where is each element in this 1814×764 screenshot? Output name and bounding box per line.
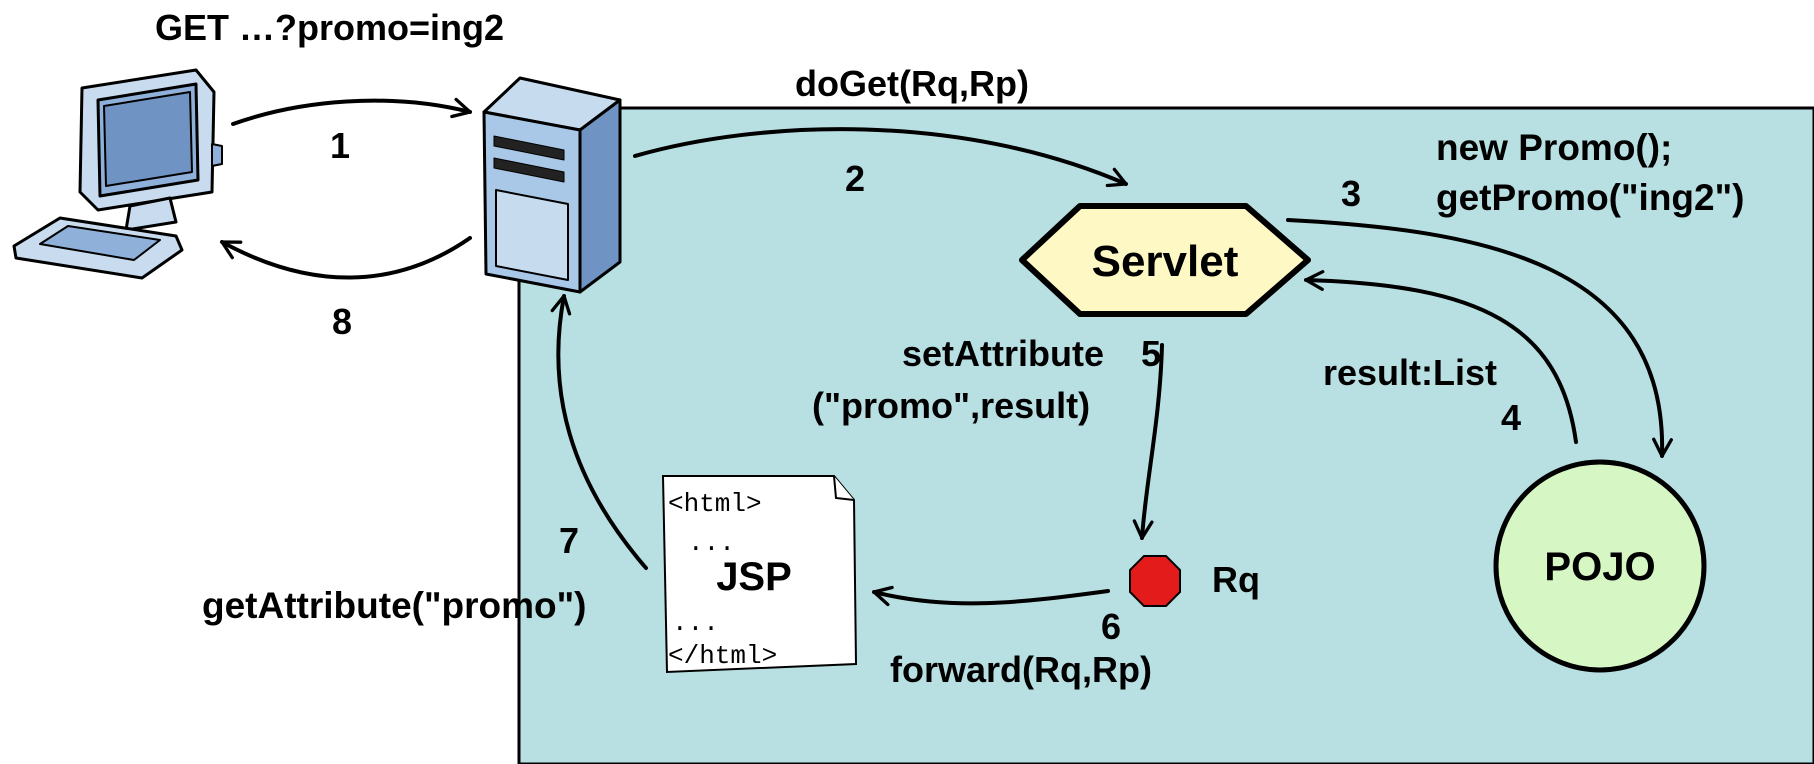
request-line-label: GET …?promo=ing2 (155, 7, 504, 48)
document-page-icon: <html> ... JSP ... </html> (661, 475, 858, 674)
result-list-label: result:List (1323, 352, 1497, 393)
new-promo-label: new Promo(); (1436, 127, 1672, 168)
arrow-1-request (231, 97, 472, 126)
pojo-label: POJO (1544, 545, 1655, 589)
jsp-close-tag: </html> (668, 641, 777, 671)
step-8-label: 8 (332, 301, 352, 342)
arrow-7-getattribute (550, 294, 648, 570)
labels: GET …?promo=ing2 doGet(Rq,Rp) 1 2 3 4 5 … (155, 7, 1744, 690)
forward-label: forward(Rq,Rp) (890, 649, 1152, 690)
arrow-6-forward (872, 585, 1110, 607)
step-3-label: 3 (1341, 173, 1361, 214)
stop-octagon-icon (1129, 555, 1181, 607)
arrow-3-call-pojo (1286, 218, 1673, 458)
get-attribute-label: getAttribute("promo") (202, 585, 586, 626)
connection-arrows (220, 97, 1673, 607)
doget-label: doGet(Rq,Rp) (795, 63, 1029, 104)
arrow-2-doget (633, 127, 1128, 188)
step-2-label: 2 (845, 158, 865, 199)
rq-label: Rq (1212, 559, 1260, 600)
jsp-label: JSP (716, 555, 792, 599)
set-attribute-args-label: ("promo",result) (812, 385, 1090, 426)
jsp-dots-2: ... (672, 608, 719, 638)
step-4-label: 4 (1501, 397, 1521, 438)
server-tower-icon (482, 76, 622, 294)
arrow-4-result (1304, 270, 1578, 444)
arrow-5-setattribute (1132, 343, 1164, 540)
set-attribute-label: setAttribute (902, 333, 1104, 374)
desktop-computer-icon (12, 68, 223, 280)
pojo-node: POJO (1493, 459, 1707, 673)
get-promo-label: getPromo("ing2") (1436, 177, 1744, 218)
step-1-label: 1 (330, 125, 350, 166)
step-6-label: 6 (1101, 606, 1121, 647)
arrow-8-response (220, 236, 472, 280)
servlet-node: Servlet (1019, 203, 1311, 317)
step-7-label: 7 (559, 520, 579, 561)
servlet-label: Servlet (1092, 237, 1239, 286)
jsp-open-tag: <html> (668, 489, 762, 519)
step-5-label: 5 (1141, 333, 1161, 374)
jsp-dots-1: ... (688, 528, 735, 558)
